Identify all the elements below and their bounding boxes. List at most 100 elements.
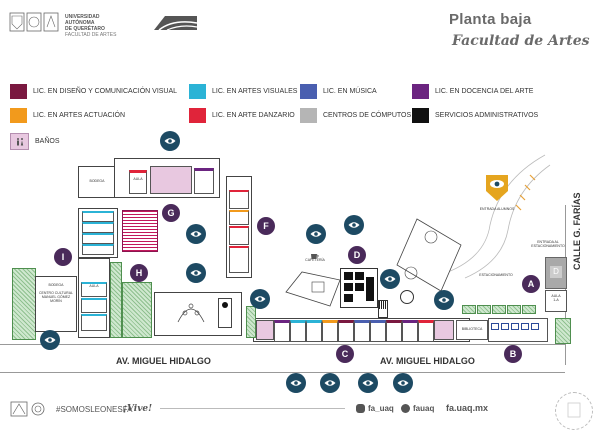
view-360-button[interactable]	[320, 373, 340, 393]
badge-letter: H	[135, 268, 143, 278]
eye-icon	[310, 231, 322, 237]
zone-badge-b[interactable]: B	[504, 345, 522, 363]
legend-banos: BAÑOS	[10, 133, 60, 150]
legend-swatch	[412, 84, 429, 99]
view-360-button[interactable]	[393, 373, 413, 393]
page-subtitle: Facultad de Artes	[452, 33, 590, 49]
view-360-button[interactable]	[160, 131, 180, 151]
aula-danzario	[229, 246, 249, 273]
eye-icon	[254, 296, 266, 302]
building-computo: D	[545, 257, 567, 289]
legend-swatch	[189, 108, 206, 123]
classroom-diseno	[386, 320, 402, 342]
uaq-shield-icon	[9, 12, 59, 32]
badge-letter: G	[167, 208, 175, 218]
bodega-building: BODEGA	[78, 166, 116, 198]
legend-label: CENTROS DE CÓMPUTOS	[323, 112, 412, 119]
aula-visuales	[81, 314, 107, 331]
aula-label: AULA	[133, 177, 143, 181]
legend-musica: LIC. EN MÚSICA	[300, 84, 377, 99]
restroom-block	[434, 320, 454, 340]
aula-visuales	[82, 233, 114, 244]
view-360-button[interactable]	[306, 224, 326, 244]
aula-1a: AULA 1-A	[545, 290, 567, 312]
seal-icon	[567, 402, 581, 418]
legend-swatch	[10, 108, 27, 123]
view-360-button[interactable]	[380, 269, 400, 289]
bodega-label: BODEGA	[89, 179, 105, 183]
aula-danzario-top: AULA	[129, 170, 147, 194]
view-360-button[interactable]	[186, 224, 206, 244]
legend-label: LIC. EN MÚSICA	[323, 88, 377, 95]
eye-icon	[384, 276, 396, 282]
badge-letter: D	[353, 250, 361, 260]
aula-visuales	[82, 244, 114, 255]
library-label: BIBLIOTECA	[461, 327, 483, 331]
legend-docencia: LIC. EN DOCENCIA DEL ARTE	[412, 84, 533, 99]
legend-actuacion: LIC. EN ARTES ACTUACIÓN	[10, 108, 125, 123]
zone-badge-a[interactable]: A	[522, 275, 540, 293]
zone-badge-g[interactable]: G	[162, 204, 180, 222]
zone-badge-d[interactable]: D	[348, 246, 366, 264]
zone-badge-i[interactable]: I	[54, 248, 72, 266]
planter	[477, 305, 491, 314]
view-360-button[interactable]	[358, 373, 378, 393]
classroom-musica	[354, 320, 370, 342]
auditorium-side	[218, 298, 232, 328]
legend-label: SERVICIOS ADMINISTRATIVOS	[435, 112, 539, 119]
diseno-hatched-building	[122, 210, 158, 252]
classroom-danzario	[418, 320, 434, 342]
restroom-top	[150, 166, 192, 194]
planter	[492, 305, 506, 314]
view-360-button[interactable]	[344, 215, 364, 235]
eye-icon	[397, 380, 409, 386]
view-360-button[interactable]	[186, 263, 206, 283]
coffee-icon	[310, 248, 320, 259]
eye-icon	[44, 337, 56, 343]
footer-website[interactable]: fa.uaq.mx	[446, 403, 489, 413]
legend-swatch	[10, 84, 27, 99]
view-360-button[interactable]	[40, 330, 60, 350]
footer-hashtag: #SOMOSLEONESFA	[56, 405, 133, 414]
legend-administrativos: SERVICIOS ADMINISTRATIVOS	[412, 108, 538, 123]
legend-swatch	[412, 108, 429, 123]
classroom-diseno	[338, 320, 354, 342]
page-title: Planta baja	[449, 11, 532, 28]
eye-icon	[164, 138, 176, 144]
view-360-button[interactable]	[286, 373, 306, 393]
footer-logos	[10, 401, 48, 422]
cafeteria-pavilion	[285, 271, 341, 307]
legend-label: LIC. EN DISEÑO Y COMUNICACIÓN VISUAL	[33, 88, 178, 95]
restroom-block	[256, 320, 274, 340]
legend-label: BAÑOS	[35, 138, 60, 145]
zone-badge-h[interactable]: H	[130, 264, 148, 282]
planter	[522, 305, 536, 314]
footer-facebook[interactable]: fauaq	[413, 404, 435, 413]
legend-label: LIC. EN ARTES VISUALES	[212, 88, 298, 95]
location-pin-icon	[486, 175, 508, 201]
cafeteria-label: CAFETERÍA	[305, 258, 325, 262]
university-name: UNIVERSIDAD AUTÓNOMA DE QUERÉTARO FACULT…	[65, 14, 120, 38]
classroom-visuales	[290, 320, 306, 342]
green-area-left	[12, 268, 36, 340]
zone-badge-c[interactable]: C	[336, 345, 354, 363]
view-360-button[interactable]	[434, 290, 454, 310]
elevator-shaft	[378, 300, 388, 318]
footer-instagram[interactable]: fa_uaq	[368, 404, 394, 413]
admin-building	[340, 268, 378, 308]
view-360-button[interactable]	[250, 289, 270, 309]
street-label-left: AV. MIGUEL HIDALGO	[116, 356, 211, 366]
zone-badge-f[interactable]: F	[257, 217, 275, 235]
admin-offices	[488, 318, 548, 342]
street-label-right-bottom: AV. MIGUEL HIDALGO	[380, 356, 475, 366]
badge-letter: C	[341, 349, 349, 359]
classroom-actuacion	[322, 320, 338, 342]
aula-danzario	[229, 190, 249, 209]
student-entrance-pin[interactable]	[484, 173, 510, 203]
restroom-icon	[10, 133, 29, 150]
eye-icon	[190, 231, 202, 237]
legend-swatch	[300, 108, 317, 123]
badge-letter: I	[61, 252, 65, 262]
student-entrance-label: ENTRADA ALUMNOS	[479, 207, 515, 211]
